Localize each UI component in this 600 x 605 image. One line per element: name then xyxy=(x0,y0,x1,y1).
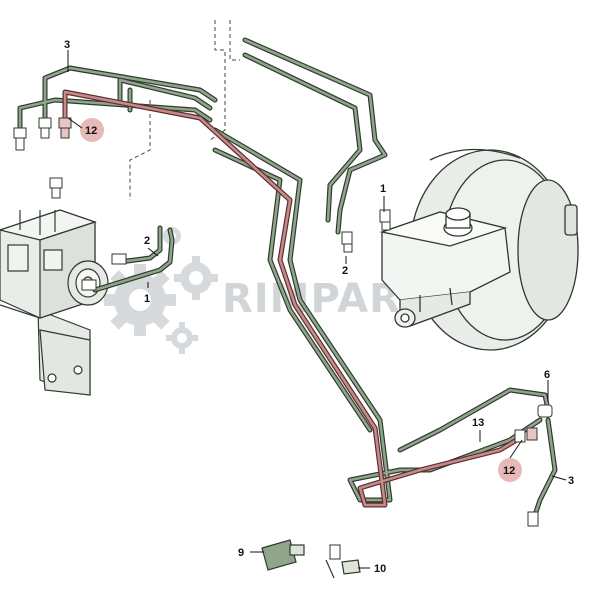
callout-12-bottom: 12 xyxy=(503,465,515,477)
pipe-connectors xyxy=(13,117,553,560)
pipe-connector-icon xyxy=(537,404,553,418)
callout-13: 13 xyxy=(472,417,484,429)
callout-1-left: 1 xyxy=(144,293,150,305)
pipe-connector-icon xyxy=(527,511,539,527)
pipe-connector-icon xyxy=(58,117,72,139)
master-cylinder xyxy=(379,207,511,328)
highlight-12-top xyxy=(80,118,104,142)
brake-pipes-green xyxy=(17,37,558,518)
pipe-connector-icon xyxy=(526,427,538,441)
leader-lines xyxy=(67,50,567,569)
pipe-connector-icon xyxy=(329,544,341,560)
clip-9 xyxy=(261,539,305,571)
callout-12-top: 12 xyxy=(85,125,97,137)
highlight-12-bottom xyxy=(498,458,522,482)
pipe-connector-icon xyxy=(38,117,52,139)
gear-icon xyxy=(166,322,198,354)
callout-9: 9 xyxy=(238,547,244,559)
callout-3-right: 3 xyxy=(568,475,574,487)
callout-2-left: 2 xyxy=(144,235,150,247)
gear-icon xyxy=(104,264,176,336)
mounting-bracket xyxy=(39,329,91,396)
callout-6: 6 xyxy=(544,369,550,381)
brake-pipe-red xyxy=(62,89,523,508)
pipe-connector-icon xyxy=(341,231,353,253)
callout-2-right: 2 xyxy=(342,265,348,277)
callout-10: 10 xyxy=(374,563,386,575)
callout-1-right: 1 xyxy=(380,183,386,195)
pipe-connector-icon xyxy=(379,209,391,231)
callout-3-top: 3 xyxy=(64,39,70,51)
pipe-connector-icon xyxy=(111,253,127,265)
pipe-connector-icon xyxy=(81,279,97,291)
pipe-connector-icon xyxy=(13,127,27,151)
clip-10 xyxy=(325,559,361,579)
pipe-connector-icon xyxy=(49,177,63,199)
gear-icon xyxy=(174,256,218,300)
pipe-connector-icon xyxy=(514,429,526,443)
